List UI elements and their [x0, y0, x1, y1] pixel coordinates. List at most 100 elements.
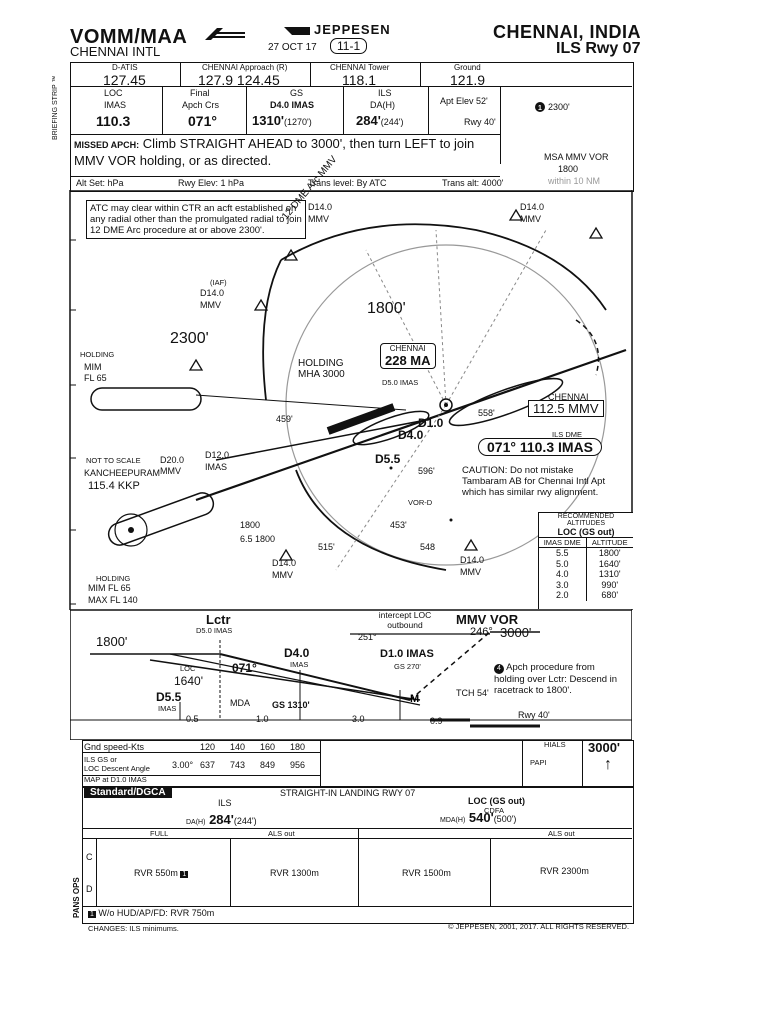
profile-loc: LOC [180, 664, 196, 673]
procedure-name: ILS Rwy 07 [556, 40, 641, 57]
vor-d-area: VOR-D [408, 498, 433, 507]
minimums-note-1: 1 W/o HUD/AP/FD: RVR 750m [88, 908, 215, 918]
obstacle-515: 515' [318, 542, 335, 552]
note-6-5: 6.5 1800 [240, 534, 276, 544]
als-out-loc: ALS out [548, 829, 575, 838]
cdfa-label: CDFA [484, 806, 505, 815]
rec-alt-altitude: 990' [601, 579, 619, 590]
profile-mda: MDA [230, 698, 250, 708]
profile-alt-3000: 3000' [500, 625, 532, 640]
profile-lctr-dist: D5.0 IMAS [196, 626, 233, 635]
profile-rwy: Rwy 40' [518, 710, 550, 720]
descent-rate-cell: 743 [230, 760, 246, 770]
city-name: CHENNAI, INDIA [493, 22, 642, 42]
holding-bottom-label: HOLDING [96, 574, 131, 583]
d14-s-mmv: MMV [460, 567, 481, 577]
obstacle-558: 558' [478, 408, 495, 418]
papi-label: PAPI [530, 758, 547, 767]
briefing-strip-label: BRIEFING STRIP ™ [52, 75, 59, 140]
profile-dist-10: 1.0 [256, 714, 269, 724]
msa-sector-alt: 1800 [558, 164, 579, 174]
profile-mmv-vor: MMV VOR [456, 612, 519, 627]
final-course: 071° [188, 113, 217, 129]
d14-s-fix: D14.0 [460, 555, 485, 565]
minimums-title: STRAIGHT-IN LANDING RWY 07 [280, 788, 416, 798]
gs-sub: D4.0 IMAS [270, 100, 315, 110]
als-out-ils: ALS out [268, 829, 295, 838]
chennai-locator-dist: D5.0 IMAS [382, 378, 419, 387]
obstacle-459: 459' [276, 414, 293, 424]
jeppesen-logo-icon [205, 28, 245, 40]
changes-note: CHANGES: ILS minimums. [88, 924, 179, 933]
rec-alt-row: 3.0 990' [539, 579, 633, 590]
briefing-strip [70, 62, 634, 192]
gs-altitude: 1310'(1270') [252, 113, 312, 128]
note-1800: 1800 [240, 520, 261, 530]
apt-elevation: Apt Elev 52' [440, 96, 488, 106]
kancheepuram-name: KANCHEEPURAM [84, 468, 161, 478]
rec-alt-dme: 2.0 [539, 590, 587, 601]
ils-dme-label: ILS DME [552, 430, 583, 439]
loc-mda-value: MDA(H) 540'(500') [440, 810, 517, 825]
ils-label: ILS [378, 88, 392, 98]
msa-title: MSA MMV VOR [544, 152, 609, 162]
chennai-locator-box: CHENNAI 228 MA [380, 343, 436, 369]
profile-d55-imas: IMAS [158, 704, 177, 713]
obstacle-453: 453' [390, 520, 407, 530]
atc-note: ATC may clear within CTR an acft establi… [86, 200, 306, 239]
approach-label: CHENNAI Approach (R) [202, 63, 288, 72]
profile-gs1310: GS 1310' [272, 700, 310, 710]
rwy-elev-setting: Rwy Elev: 1 hPa [178, 178, 245, 188]
page-number: 11-1 [330, 38, 368, 54]
speed-header-cell: 160 [260, 742, 276, 752]
mim-fix: MIM [84, 362, 102, 372]
rec-alt-altitude: 1800' [598, 548, 621, 558]
rvr-2300: RVR 2300m [540, 866, 589, 876]
iaf-west: (IAF) [210, 278, 227, 287]
d14-ne-fix: D14.0 [520, 202, 545, 212]
mim-fl: FL 65 [84, 373, 107, 383]
loc-freq: 110.3 [96, 113, 131, 129]
chart-date: 27 OCT 17 [268, 42, 317, 53]
datis-freq: 127.45 [103, 72, 146, 88]
d10-fix: D1.0 [418, 416, 444, 430]
msa-note-alt: 2300' [548, 102, 570, 112]
speed-header-cell: 120 [200, 742, 216, 752]
sector-alt-2300: 2300' [170, 330, 209, 347]
rec-alt-dme: 4.0 [539, 569, 587, 580]
final-sub: Apch Crs [182, 100, 220, 110]
d14-north-mmv: MMV [308, 214, 329, 224]
rec-alt-row: 2.0 680' [539, 590, 633, 601]
profile-gs270: GS 270' [394, 662, 421, 671]
alt-set-row [70, 176, 500, 191]
sector-alt-1800: 1800' [367, 300, 406, 317]
rec-alt-altitude: 680' [601, 590, 619, 600]
descent-rate-cell: 956 [290, 760, 306, 770]
obstacle-596: 596' [418, 466, 435, 476]
rvr-1300: RVR 1300m [270, 868, 319, 878]
ils-freq-box: 071° 110.3 IMAS [478, 438, 602, 456]
d14-north-fix: D14.0 [308, 202, 333, 212]
alt-set: Alt Set: hPa [76, 178, 124, 188]
trans-level: Trans level: By ATC [308, 178, 387, 188]
cat-d-label: D [86, 884, 93, 894]
d14-sw-fix: D14.0 [272, 558, 297, 568]
d14-sw-mmv: MMV [272, 570, 293, 580]
rvr-550: RVR 550m 1 [134, 868, 189, 878]
descent-rate-cell: 849 [260, 760, 276, 770]
recommended-altitudes: RECOMMENDED ALTITUDES LOC (GS out) IMAS … [538, 512, 633, 609]
rec-alt-dme: 3.0 [539, 579, 587, 590]
vor-name: CHENNAI [548, 392, 589, 402]
airport-code: VOMM/MAA [70, 26, 188, 48]
profile-crs-246: 246° [470, 626, 493, 638]
profile-dist-05: 0.5 [186, 714, 199, 724]
profile-dist-30: 3.0 [352, 714, 365, 724]
d40-fix: D4.0 [398, 428, 424, 442]
plan-view [69, 190, 633, 610]
ils-da-value: DA(H) 284'(244') [186, 812, 257, 827]
jeppesen-arrow-icon [284, 27, 310, 35]
rvr-1500: RVR 1500m [402, 868, 451, 878]
d12-imas: IMAS [205, 462, 228, 472]
